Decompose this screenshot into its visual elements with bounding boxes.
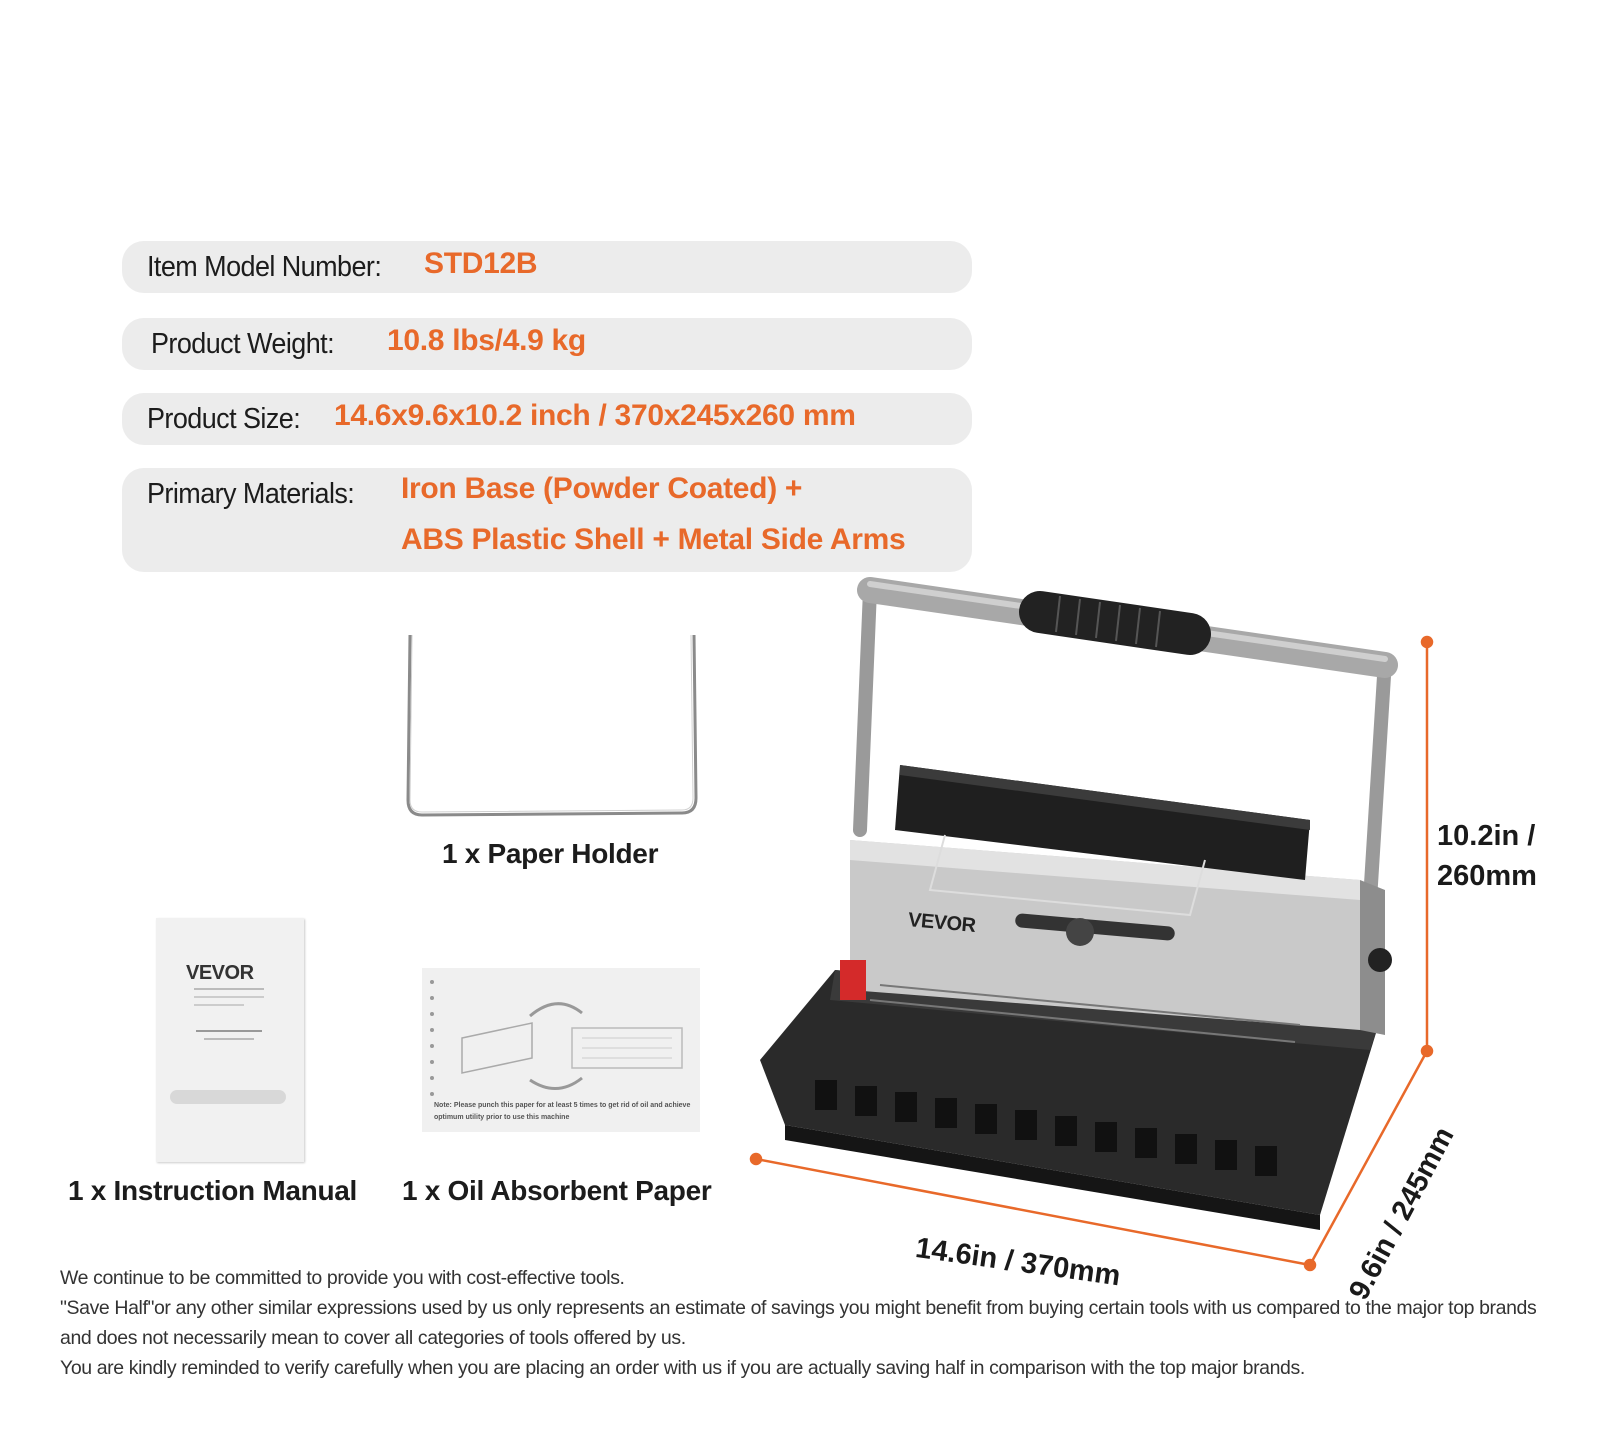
spec-row-model: Item Model Number: STD12B (122, 241, 972, 293)
manual-brand-logo: VEVOR (186, 962, 254, 984)
spec-value-size: 14.6x9.6x10.2 inch / 370x245x260 mm (334, 399, 856, 432)
spec-value-weight: 10.8 lbs/4.9 kg (387, 324, 586, 357)
caption-paper-holder: 1 x Paper Holder (442, 838, 659, 869)
dim-height-line1: 10.2in / (1437, 820, 1536, 852)
spec-row-weight: Product Weight: 10.8 lbs/4.9 kg (122, 318, 972, 370)
caption-oil-paper: 1 x Oil Absorbent Paper (402, 1175, 712, 1206)
binding-machine-image (760, 577, 1398, 1230)
oil-paper-sheet-icon: Note: Please punch this paper for at lea… (422, 968, 700, 1132)
spec-value-materials-line2: ABS Plastic Shell + Metal Side Arms (401, 523, 906, 556)
spec-label-materials: Primary Materials: (147, 478, 355, 510)
oil-paper-note: Note: Please punch this paper for at lea… (434, 1102, 691, 1121)
disclaimer-line-1: We continue to be committed to provide y… (60, 1267, 625, 1289)
disclaimer-line-2: "Save Half"or any other similar expressi… (60, 1297, 1537, 1349)
paper-holder-wire-icon (406, 634, 698, 817)
manual-booklet-icon: VEVOR (156, 918, 304, 1162)
spec-label-size: Product Size: (147, 403, 301, 435)
spec-value-materials-line1: Iron Base (Powder Coated) + (401, 472, 803, 505)
spec-row-size: Product Size: 14.6x9.6x10.2 inch / 370x2… (122, 393, 972, 445)
spec-row-materials: Primary Materials: Iron Base (Powder Coa… (122, 468, 972, 572)
spec-value-model: STD12B (424, 247, 538, 280)
disclaimer-text: We continue to be committed to provide y… (60, 1263, 1560, 1383)
disclaimer-line-3: You are kindly reminded to verify carefu… (60, 1357, 1305, 1379)
caption-instruction-manual: 1 x Instruction Manual (68, 1175, 357, 1206)
spec-label-weight: Product Weight: (151, 328, 335, 360)
spec-label-model: Item Model Number: (147, 251, 382, 283)
dim-height-line2: 260mm (1437, 860, 1537, 892)
